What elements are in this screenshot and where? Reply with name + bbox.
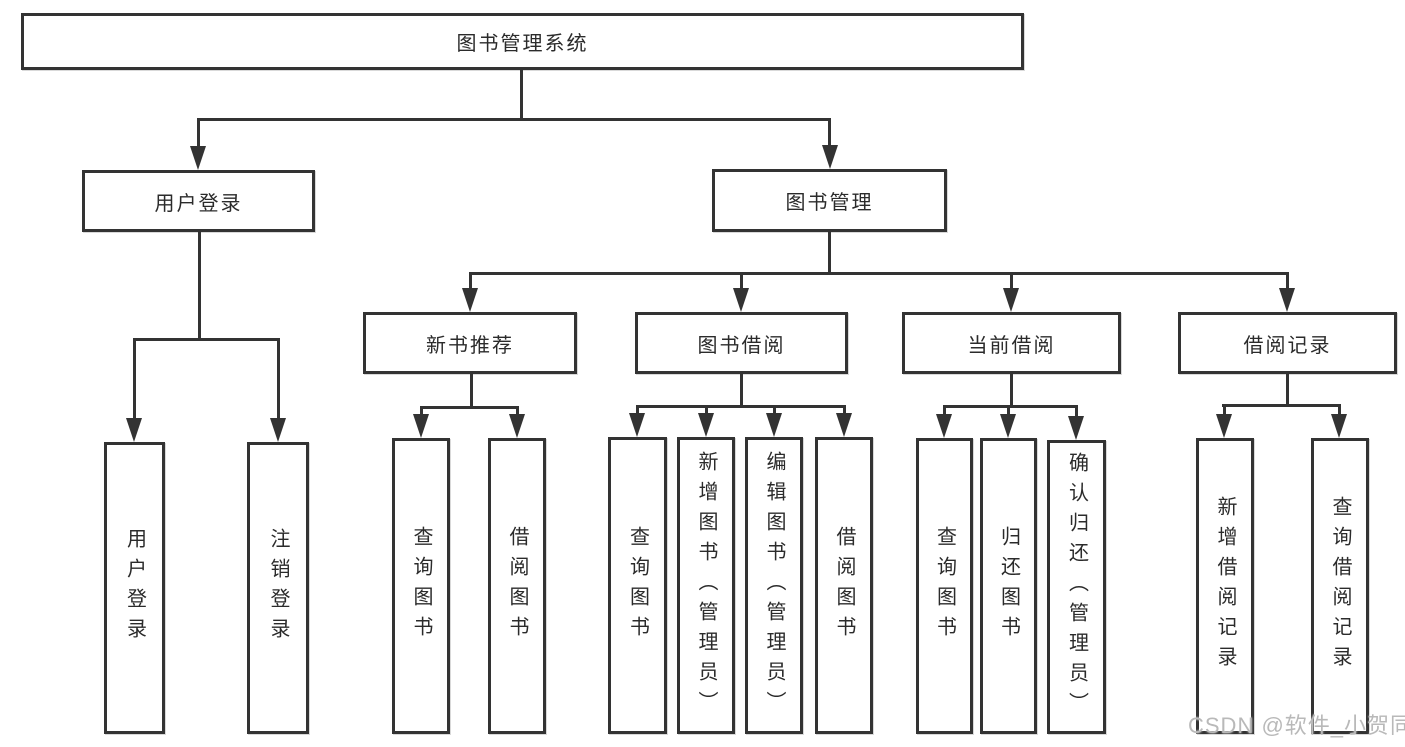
connector-record-leaf2-drop (1338, 404, 1341, 416)
connector-borrow-leaf3-drop (773, 405, 776, 415)
connector-level3-rail (469, 272, 1287, 275)
connector-record-drop (1286, 272, 1289, 290)
leaf-borrow-books: 借阅图书 (815, 437, 873, 734)
arrowhead-borrow-icon (733, 288, 749, 312)
leaf-current-query-books-label: 查询图书 (933, 526, 956, 646)
node-borrowing-records: 借阅记录 (1178, 312, 1397, 374)
node-root-system: 图书管理系统 (21, 13, 1024, 70)
arrowhead-borrow-leaf4-icon (836, 413, 852, 437)
arrowhead-record-leaf2-icon (1331, 414, 1347, 438)
leaf-add-books-admin: 新增图书（管理员） (677, 437, 735, 734)
leaf-newrec-query-books: 查询图书 (392, 438, 450, 734)
connector-borrow-stem (740, 374, 743, 405)
leaf-newrec-borrow-books-label: 借阅图书 (506, 526, 528, 646)
leaf-user-login-label: 用户登录 (123, 528, 146, 648)
leaf-return-books-label: 归还图书 (997, 526, 1020, 646)
arrowhead-user-leaf2-icon (270, 418, 286, 442)
connector-current-leaf2-drop (1007, 405, 1010, 415)
connector-current-rail (943, 405, 1078, 408)
leaf-newrec-borrow-books: 借阅图书 (488, 438, 546, 734)
connector-newrec-drop (469, 272, 472, 290)
arrowhead-newrec-leaf1-icon (413, 414, 429, 438)
leaf-edit-books-admin-label: 编辑图书（管理员） (763, 450, 785, 721)
connector-root-stem (520, 70, 523, 118)
leaf-user-login: 用户登录 (104, 442, 165, 734)
arrowhead-record-icon (1279, 288, 1295, 312)
arrowhead-current-leaf3-icon (1068, 416, 1084, 440)
node-book-management: 图书管理 (712, 169, 947, 232)
arrowhead-borrow-leaf3-icon (766, 413, 782, 437)
arrowhead-current-icon (1003, 288, 1019, 312)
leaf-edit-books-admin: 编辑图书（管理员） (745, 437, 803, 734)
connector-borrow-rail (636, 405, 846, 408)
leaf-logout-label: 注销登录 (267, 528, 289, 648)
connector-book-mgmt-drop (828, 118, 831, 148)
arrowhead-newrec-leaf2-icon (509, 414, 525, 438)
node-new-book-recommend: 新书推荐 (363, 312, 577, 374)
connector-newrec-stem (470, 374, 473, 406)
connector-user-stem (198, 232, 201, 338)
connector-newrec-rail (420, 406, 519, 409)
arrowhead-current-leaf2-icon (1000, 414, 1016, 438)
connector-user-rail (133, 338, 280, 341)
leaf-newrec-query-books-label: 查询图书 (410, 526, 432, 646)
connector-borrow-drop (740, 272, 743, 290)
arrowhead-borrow-leaf1-icon (629, 413, 645, 437)
leaf-add-books-admin-label: 新增图书（管理员） (695, 450, 717, 721)
leaf-borrow-query-books-label: 查询图书 (626, 525, 649, 646)
leaf-add-borrow-record-label: 新增借阅记录 (1214, 496, 1236, 676)
connector-newrec-leaf2-drop (516, 406, 519, 416)
connector-record-stem (1286, 374, 1289, 404)
leaf-query-borrow-record-label: 查询借阅记录 (1329, 496, 1351, 676)
node-current-borrowing: 当前借阅 (902, 312, 1121, 374)
arrowhead-user-login-icon (190, 146, 206, 170)
connector-current-drop (1010, 272, 1013, 290)
arrowhead-user-leaf1-icon (126, 418, 142, 442)
node-user-login: 用户登录 (82, 170, 315, 232)
connector-bookmgmt-stem (828, 232, 831, 272)
node-book-borrowing: 图书借阅 (635, 312, 848, 374)
connector-record-leaf1-drop (1223, 404, 1226, 416)
arrowhead-borrow-leaf2-icon (698, 413, 714, 437)
connector-user-leaf1-drop (133, 338, 136, 418)
leaf-query-borrow-record: 查询借阅记录 (1311, 438, 1369, 734)
connector-borrow-leaf1-drop (636, 405, 639, 415)
connector-newrec-leaf1-drop (420, 406, 423, 416)
connector-current-leaf3-drop (1075, 405, 1078, 417)
connector-level2-rail (197, 118, 831, 121)
leaf-borrow-books-label: 借阅图书 (833, 525, 855, 646)
arrowhead-book-mgmt-icon (822, 145, 838, 169)
leaf-current-query-books: 查询图书 (916, 438, 973, 734)
leaf-return-books: 归还图书 (980, 438, 1037, 734)
connector-borrow-leaf2-drop (705, 405, 708, 415)
leaf-borrow-query-books: 查询图书 (608, 437, 667, 734)
leaf-logout: 注销登录 (247, 442, 309, 734)
connector-user-login-drop (197, 118, 200, 148)
arrowhead-record-leaf1-icon (1216, 414, 1232, 438)
leaf-add-borrow-record: 新增借阅记录 (1196, 438, 1254, 734)
arrowhead-current-leaf1-icon (936, 414, 952, 438)
csdn-watermark: CSDN @软件_小贺同学 (1188, 713, 1405, 738)
connector-user-leaf2-drop (277, 338, 280, 418)
connector-record-rail (1222, 404, 1340, 407)
leaf-confirm-return-admin-label: 确认归还（管理员） (1065, 452, 1088, 722)
connector-current-leaf1-drop (943, 405, 946, 415)
leaf-confirm-return-admin: 确认归还（管理员） (1047, 440, 1106, 734)
connector-current-stem (1010, 374, 1013, 405)
connector-borrow-leaf4-drop (843, 405, 846, 415)
arrowhead-newrec-icon (462, 288, 478, 312)
